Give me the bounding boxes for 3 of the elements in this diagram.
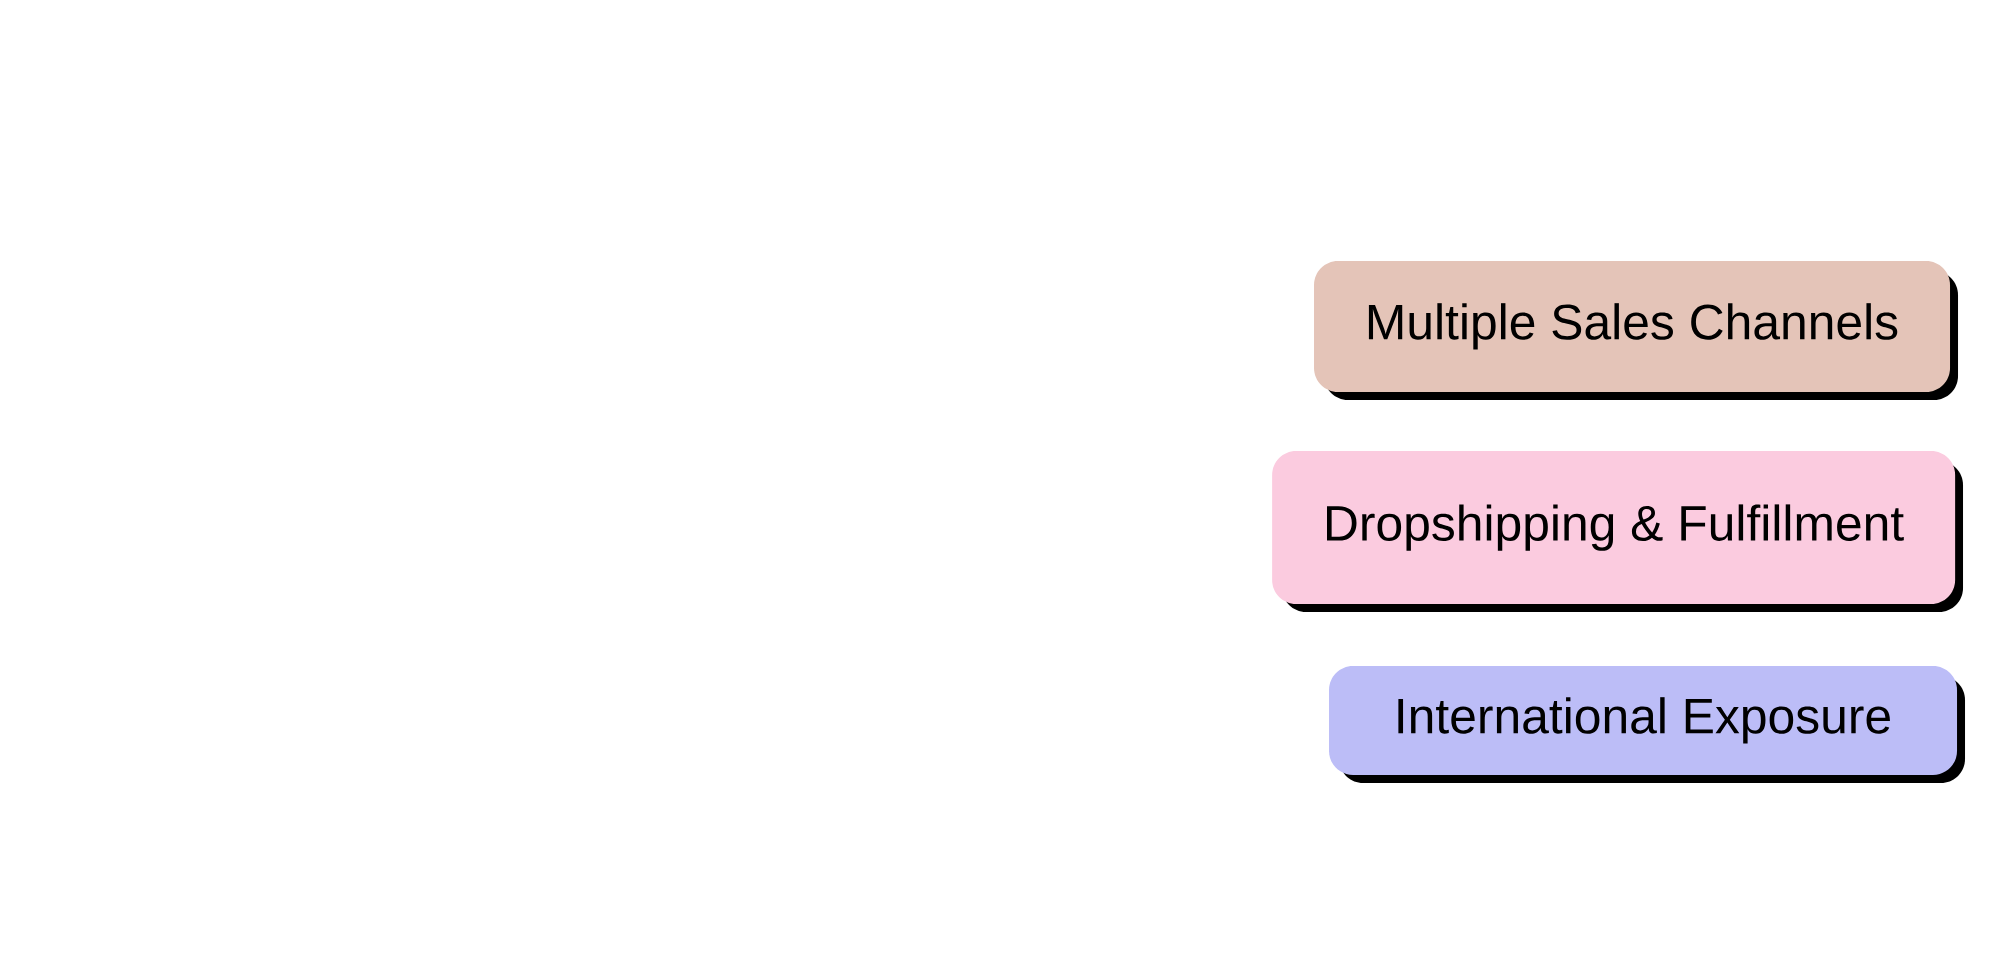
label-box: Dropshipping & Fulfillment — [1272, 451, 1963, 612]
label-box: Multiple Sales Channels — [1314, 260, 1958, 400]
label-box: International Exposure — [1329, 665, 1965, 783]
